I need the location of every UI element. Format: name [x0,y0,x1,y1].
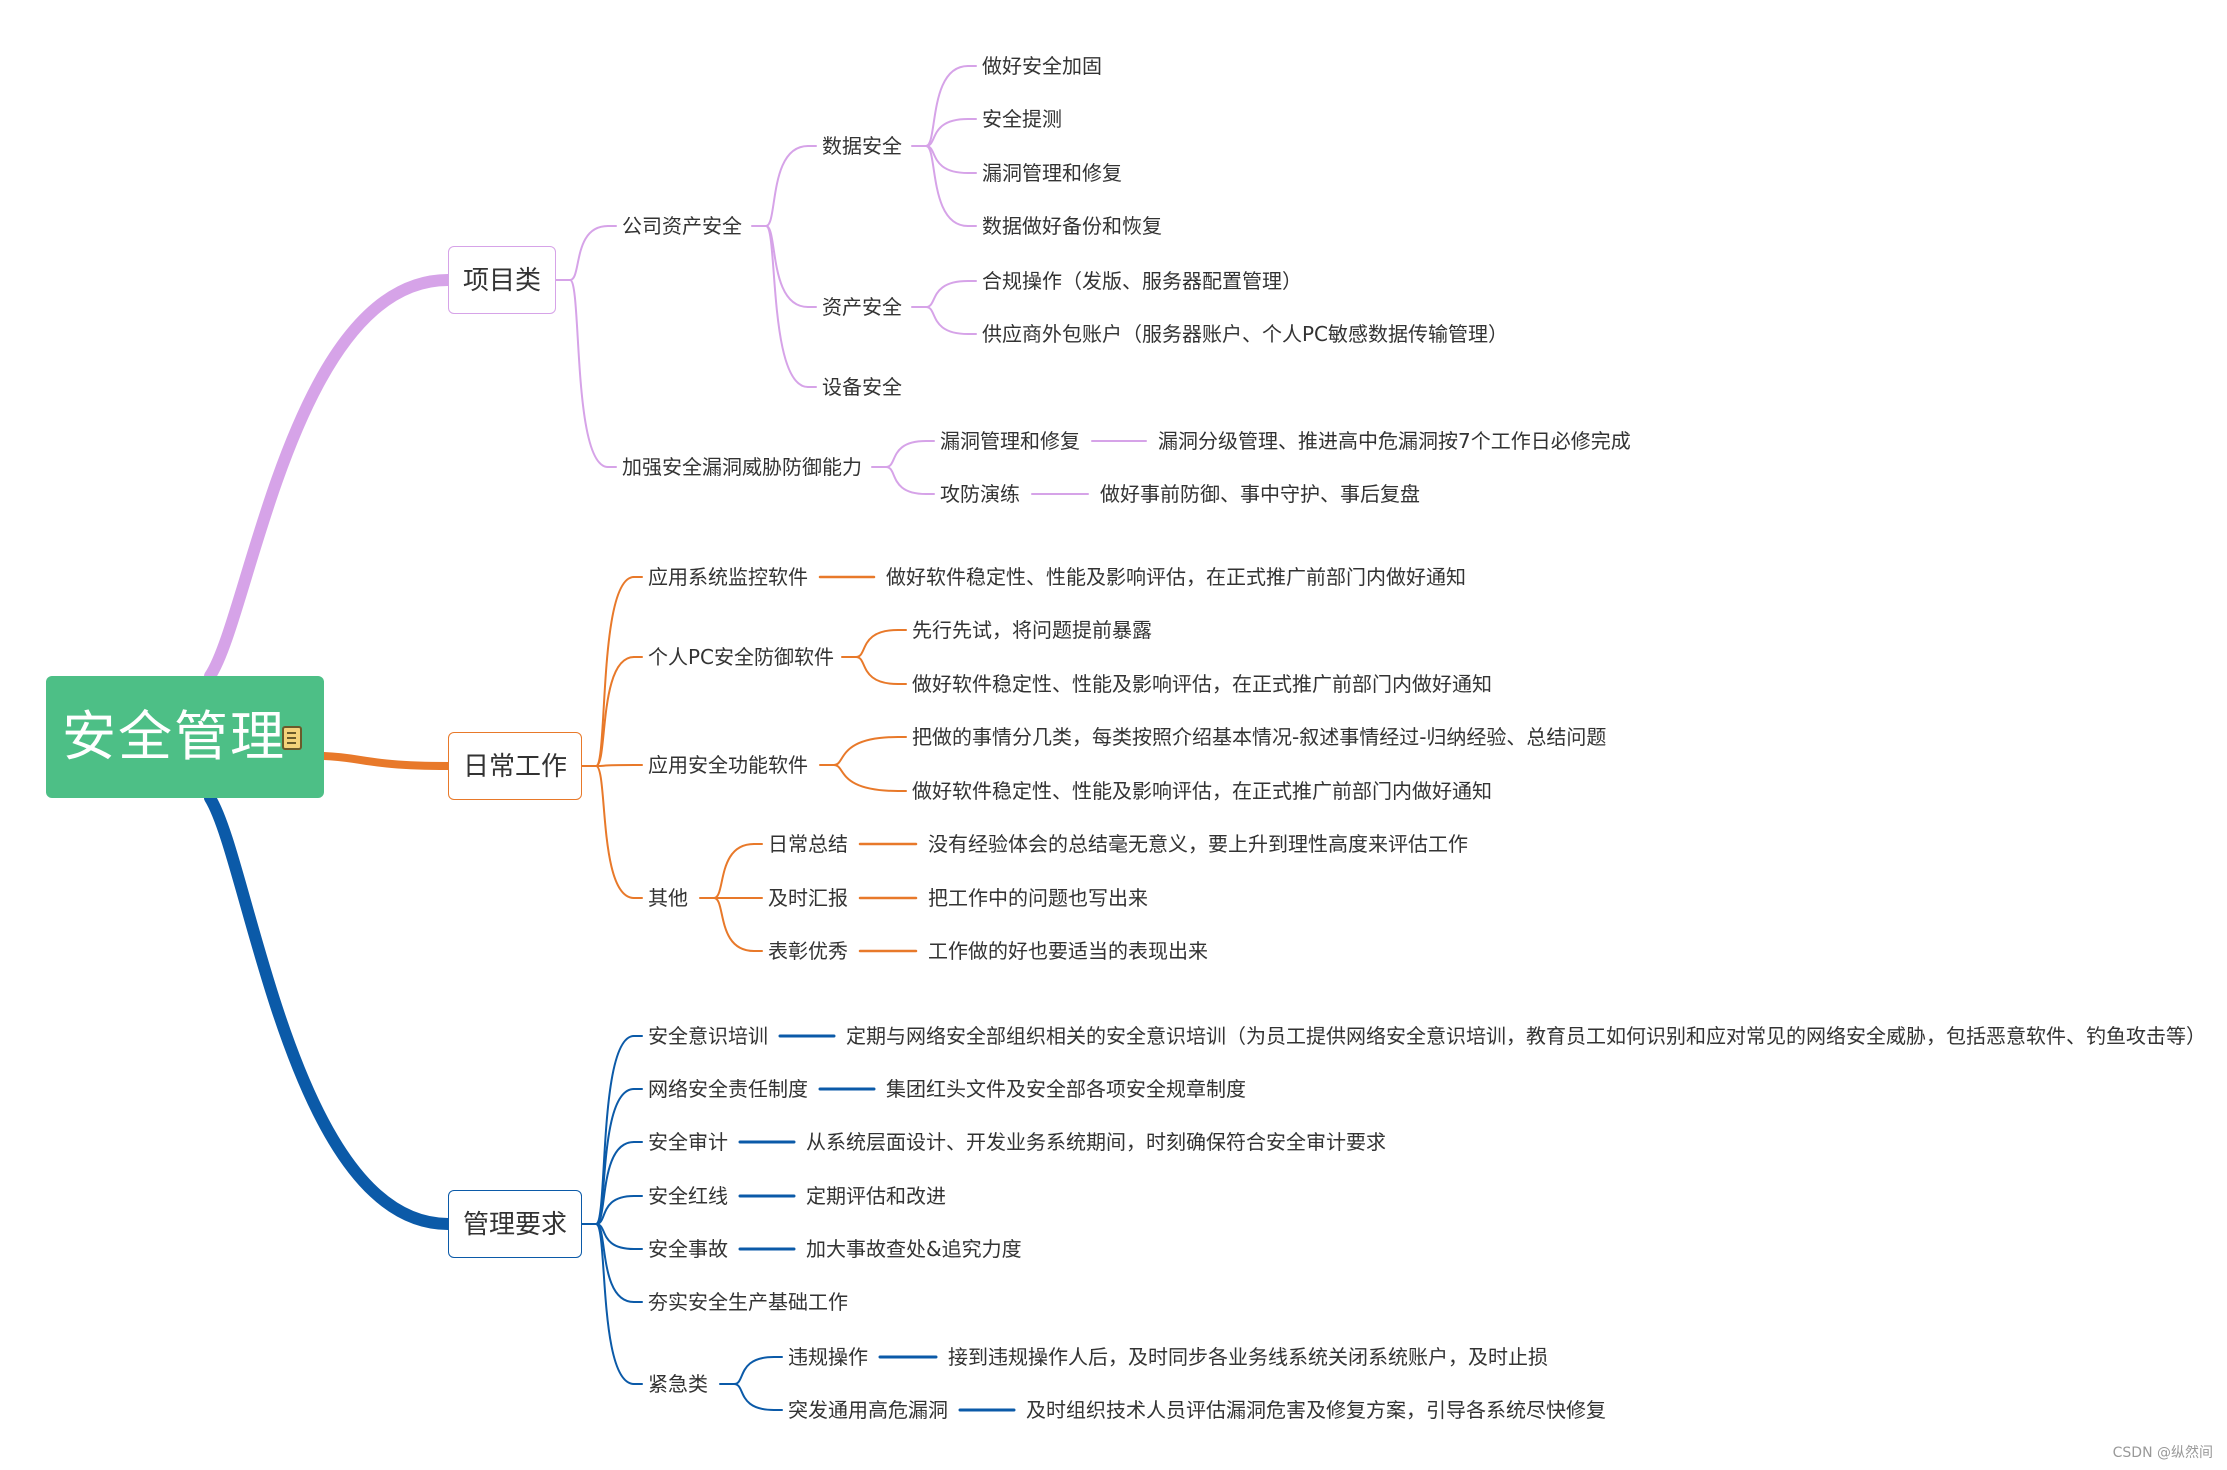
topic-l4[interactable]: 工作做的好也要适当的表现出来 [928,939,1208,963]
root-title: 安全管理 [62,705,286,768]
b3-l2-branch [595,1223,635,1303]
b2-l3-branch [833,764,899,792]
topic-l2[interactable]: 其他 [648,886,688,910]
topic-l2[interactable]: 个人PC安全防御软件 [648,645,835,669]
topic-l4[interactable]: 把工作中的问题也写出来 [928,886,1148,910]
b2-l2-branch [595,765,635,899]
b2-l3-branch [713,843,755,899]
topic-l3[interactable]: 资产安全 [822,295,902,319]
b2-l3-branch [855,656,899,685]
b1-l4-branch [925,145,969,227]
topic-l3[interactable]: 突发通用高危漏洞 [788,1398,948,1422]
topic-l4[interactable]: 安全提测 [982,107,1062,131]
b2-l3-branch [713,897,755,952]
branch-node-2[interactable]: 日常工作 [448,732,582,800]
topic-l4[interactable]: 数据做好备份和恢复 [982,214,1162,238]
b2-l3-branch [855,629,899,658]
topic-l2[interactable]: 紧急类 [648,1372,708,1396]
b3-l2-branch [595,1195,635,1225]
topic-l4[interactable]: 合规操作（发版、服务器配置管理） [982,269,1302,293]
b2-l2-branch [595,656,635,767]
topic-l2[interactable]: 安全事故 [648,1237,728,1261]
topic-l4[interactable]: 做好安全加固 [982,54,1102,78]
topic-l2[interactable]: 夯实安全生产基础工作 [648,1290,848,1314]
topic-l4[interactable]: 供应商外包账户（服务器账户、个人PC敏感数据传输管理） [982,322,1509,346]
branch-node-3[interactable]: 管理要求 [448,1190,582,1258]
topic-l3[interactable]: 定期与网络安全部组织相关的安全意识培训（为员工提供网络安全意识培训，教育员工如何… [846,1024,2206,1048]
b1-l2-branch [569,225,609,281]
topic-l3[interactable]: 集团红头文件及安全部各项安全规章制度 [886,1077,1246,1101]
topic-l3[interactable]: 做好软件稳定性、性能及影响评估，在正式推广前部门内做好通知 [912,672,1492,696]
topic-l3[interactable]: 先行先试，将问题提前暴露 [912,618,1152,642]
b1-l4-branch [925,280,969,308]
b1-l3-branch [765,145,809,227]
watermark: CSDN @纵然间 [2112,1445,2213,1461]
b1-l4-branch [925,306,969,335]
b1-l4-branch [925,118,969,147]
topic-l2[interactable]: 加强安全漏洞威胁防御能力 [622,455,862,479]
topic-l2[interactable]: 网络安全责任制度 [648,1077,808,1101]
b2-l3-branch [833,736,899,766]
b3-l2-branch [595,1088,635,1225]
topic-l3[interactable]: 把做的事情分几类，每类按照介绍基本情况-叙述事情经过-归纳经验、总结问题 [912,725,1607,749]
root-node[interactable]: 安全管理 [46,676,324,798]
b2-l2-branch [595,764,635,767]
trunk-2 [320,752,452,770]
trunk-1 [204,274,454,682]
topic-l3[interactable]: 及时汇报 [768,886,848,910]
topic-l3[interactable]: 漏洞管理和修复 [940,429,1080,453]
topic-l4[interactable]: 接到违规操作人后，及时同步各业务线系统关闭系统账户，及时止损 [948,1345,1548,1369]
topic-l3[interactable]: 加大事故查处&追究力度 [806,1237,1022,1261]
topic-l2[interactable]: 应用系统监控软件 [648,565,808,589]
topic-l3[interactable]: 从系统层面设计、开发业务系统期间，时刻确保符合安全审计要求 [806,1130,1386,1154]
topic-l4[interactable]: 漏洞分级管理、推进高中危漏洞按7个工作日必修完成 [1158,429,1631,453]
topic-l3[interactable]: 设备安全 [822,375,902,399]
trunk-3 [204,792,454,1230]
topic-l3[interactable]: 表彰优秀 [768,939,848,963]
topic-l3[interactable]: 攻防演练 [940,482,1020,506]
topic-l2[interactable]: 安全红线 [648,1184,728,1208]
topic-l4[interactable]: 做好事前防御、事中守护、事后复盘 [1100,482,1420,506]
b3-l3-branch [733,1383,775,1411]
b1-l2-branch [569,279,609,468]
b1-l3b-branch [885,440,927,468]
topic-l3[interactable]: 做好软件稳定性、性能及影响评估，在正式推广前部门内做好通知 [886,565,1466,589]
topic-l2[interactable]: 安全意识培训 [648,1024,768,1048]
topic-l2[interactable]: 应用安全功能软件 [648,753,808,777]
b1-l3-branch [765,225,809,388]
topic-l4[interactable]: 漏洞管理和修复 [982,161,1122,185]
b3-l2-branch [595,1223,635,1385]
note-icon[interactable] [282,726,302,750]
b3-l2-branch [595,1141,635,1225]
topic-l3[interactable]: 日常总结 [768,832,848,856]
topic-l2[interactable]: 公司资产安全 [622,214,742,238]
b3-l3-branch [733,1356,775,1385]
topic-l4[interactable]: 及时组织技术人员评估漏洞危害及修复方案，引导各系统尽快修复 [1026,1398,1606,1422]
topic-l3[interactable]: 做好软件稳定性、性能及影响评估，在正式推广前部门内做好通知 [912,779,1492,803]
topic-l3[interactable]: 数据安全 [822,134,902,158]
topic-l3[interactable]: 定期评估和改进 [806,1184,946,1208]
topic-l2[interactable]: 安全审计 [648,1130,728,1154]
b1-l3b-branch [885,466,927,495]
b1-l4-branch [925,65,969,147]
topic-l4[interactable]: 没有经验体会的总结毫无意义，要上升到理性高度来评估工作 [928,832,1468,856]
topic-l3[interactable]: 违规操作 [788,1345,868,1369]
branch-node-1[interactable]: 项目类 [448,246,556,314]
